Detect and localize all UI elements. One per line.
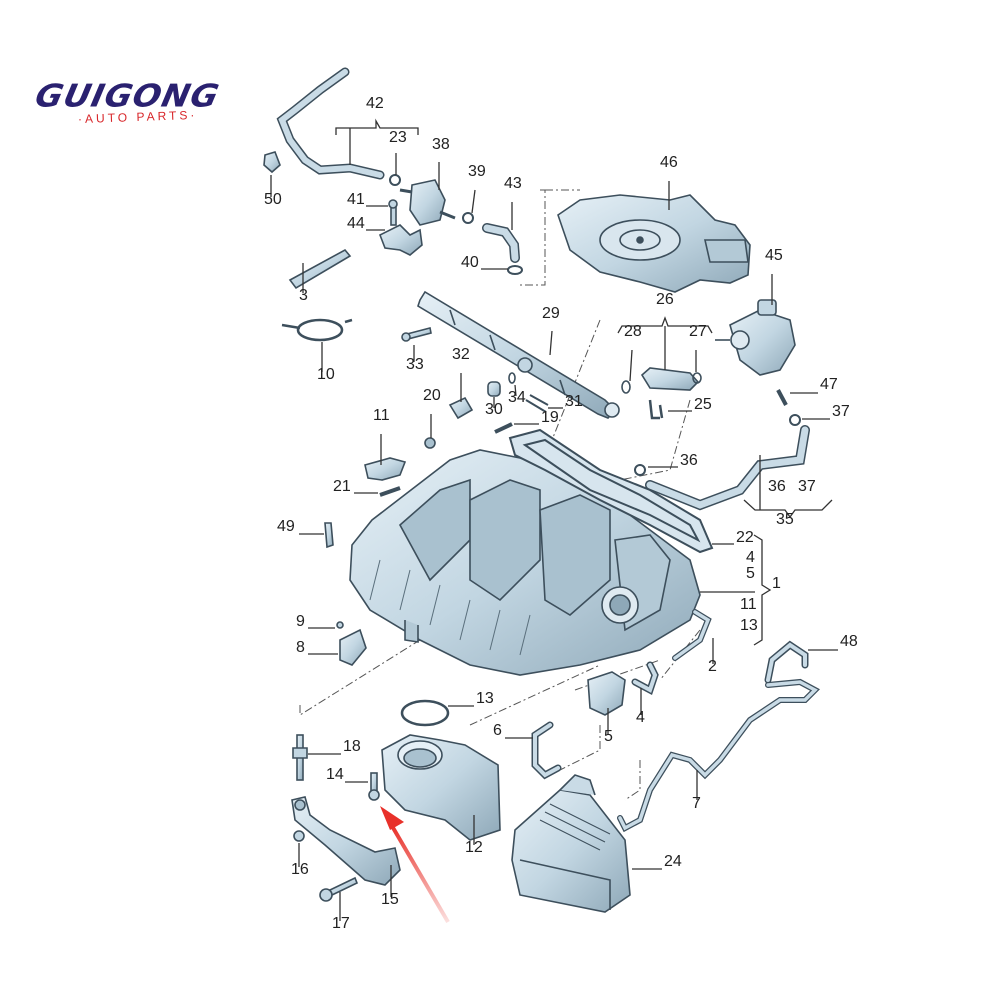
part-label-16: 16	[291, 861, 309, 878]
part-49	[324, 522, 334, 549]
part-bolt-14	[368, 772, 380, 801]
part-9-8	[336, 621, 367, 666]
part-label-43: 43	[504, 175, 522, 192]
part-label-5: 5	[604, 728, 613, 745]
part-label-35: 35	[776, 511, 794, 528]
part-label-36a: 36	[680, 452, 698, 469]
part-fuel-rail-29	[417, 290, 620, 419]
part-label-14: 14	[326, 766, 344, 783]
part-label-8: 8	[296, 639, 305, 656]
part-label-32: 32	[452, 346, 470, 363]
part-label-37a: 37	[832, 403, 850, 420]
part-label-24: 24	[664, 853, 682, 870]
part-label-45: 45	[765, 247, 783, 264]
part-hose-35	[634, 389, 810, 511]
part-label-11: 11	[373, 407, 390, 424]
part-label-46: 46	[660, 154, 678, 171]
part-label-25: 25	[694, 396, 712, 413]
part-label-44: 44	[347, 215, 365, 232]
part-30	[487, 372, 549, 434]
part-bolt-33	[401, 327, 432, 342]
part-valve-5	[587, 671, 626, 716]
part-label-29: 29	[542, 305, 560, 322]
part-label-2: 2	[708, 658, 717, 675]
part-label-39: 39	[468, 163, 486, 180]
part-hose-42	[276, 67, 401, 186]
part-o-ring-13	[400, 699, 450, 727]
part-label-30: 30	[485, 401, 503, 418]
part-label-42: 42	[366, 95, 384, 112]
part-label-34: 34	[508, 389, 526, 406]
part-label-33: 33	[406, 356, 424, 373]
part-label-20: 20	[423, 387, 441, 404]
part-label-37b: 37	[798, 478, 816, 495]
part-label-7: 7	[692, 795, 701, 812]
part-hose-48-7	[617, 640, 820, 833]
part-label-22: 22	[736, 529, 754, 546]
part-label-6: 6	[493, 722, 502, 739]
part-label-47: 47	[820, 376, 838, 393]
part-label-23: 23	[389, 129, 407, 146]
part-label-3: 3	[299, 287, 308, 304]
part-label-48: 48	[840, 633, 858, 650]
part-label-4a: 4	[746, 549, 755, 566]
part-label-17: 17	[332, 915, 350, 932]
part-label-13b: 13	[740, 617, 758, 634]
part-label-40: 40	[461, 254, 479, 271]
part-throttle-body-12	[381, 734, 501, 841]
part-label-5a: 5	[746, 565, 755, 582]
part-label-49: 49	[277, 518, 295, 535]
part-pump-45	[715, 299, 796, 376]
part-strip-3	[288, 248, 352, 290]
part-label-1: 1	[772, 575, 781, 592]
part-label-50: 50	[264, 191, 282, 208]
part-label-19: 19	[541, 409, 559, 426]
part-label-31: 31	[565, 393, 583, 410]
part-bracket-15	[291, 796, 401, 886]
part-injector-26	[621, 367, 702, 420]
part-stud-18	[292, 734, 308, 781]
part-bolt-17	[319, 876, 359, 902]
part-sensor-32	[448, 396, 474, 420]
part-label-41: 41	[347, 191, 365, 208]
part-label-11b: 11	[740, 596, 757, 613]
part-label-28: 28	[624, 323, 642, 340]
part-nut-20	[424, 437, 436, 449]
part-label-9: 9	[296, 613, 305, 630]
part-hose-6	[531, 721, 562, 780]
part-label-26: 26	[656, 291, 674, 308]
part-airbox-24	[511, 774, 631, 913]
part-hose-2	[672, 609, 712, 661]
part-label-38: 38	[432, 136, 450, 153]
part-label-4: 4	[636, 709, 645, 726]
part-bracket-44	[378, 199, 423, 256]
part-clamp-10	[281, 318, 353, 342]
part-nut-16	[293, 830, 305, 842]
part-sensor-11	[364, 457, 407, 497]
part-gasket-22	[508, 428, 714, 554]
leader-lines	[270, 118, 838, 921]
part-label-15: 15	[381, 891, 399, 908]
part-label-18: 18	[343, 738, 361, 755]
part-valve-38	[399, 179, 474, 226]
part-label-36b: 36	[768, 478, 786, 495]
part-hose-4	[631, 661, 659, 696]
part-hose-43	[482, 223, 523, 275]
part-label-12: 12	[465, 839, 483, 856]
part-clip-50	[263, 151, 281, 174]
part-label-27: 27	[689, 323, 707, 340]
part-label-21: 21	[333, 478, 351, 495]
highlight-arrow	[380, 806, 450, 924]
part-label-10: 10	[317, 366, 335, 383]
part-label-13: 13	[476, 690, 494, 707]
part-cover-46	[557, 194, 751, 293]
